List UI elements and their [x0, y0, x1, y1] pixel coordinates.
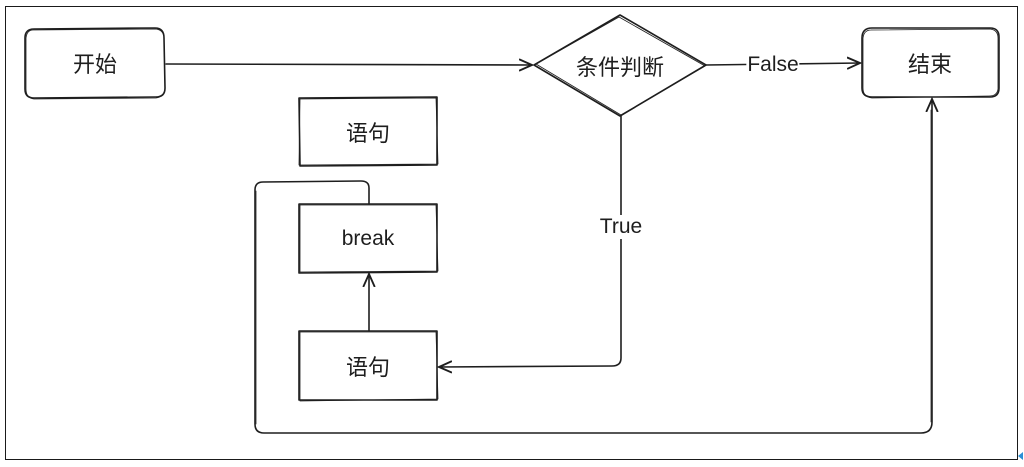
- start-node[interactable]: [24, 27, 166, 100]
- start-label: 开始: [72, 53, 118, 78]
- edge-break-to-end: [254, 99, 932, 434]
- false-edge-label: False: [746, 53, 800, 77]
- break-label: break: [341, 227, 395, 250]
- edge-start-to-condition: [165, 64, 532, 65]
- statement-top-label: 语句: [345, 122, 391, 147]
- statement-bottom-label: 语句: [345, 356, 391, 381]
- edge-true: [439, 115, 622, 367]
- condition-node[interactable]: [533, 14, 707, 117]
- end-label: 结束: [907, 53, 953, 78]
- break-node[interactable]: [298, 203, 439, 274]
- statement-bottom-node[interactable]: [298, 330, 439, 402]
- condition-label: 条件判断: [575, 56, 665, 81]
- resize-handle[interactable]: [1018, 452, 1023, 460]
- statement-top-node[interactable]: [298, 96, 439, 167]
- canvas-frame: [5, 6, 1018, 460]
- end-node[interactable]: [861, 27, 1000, 99]
- true-edge-label: True: [598, 215, 644, 239]
